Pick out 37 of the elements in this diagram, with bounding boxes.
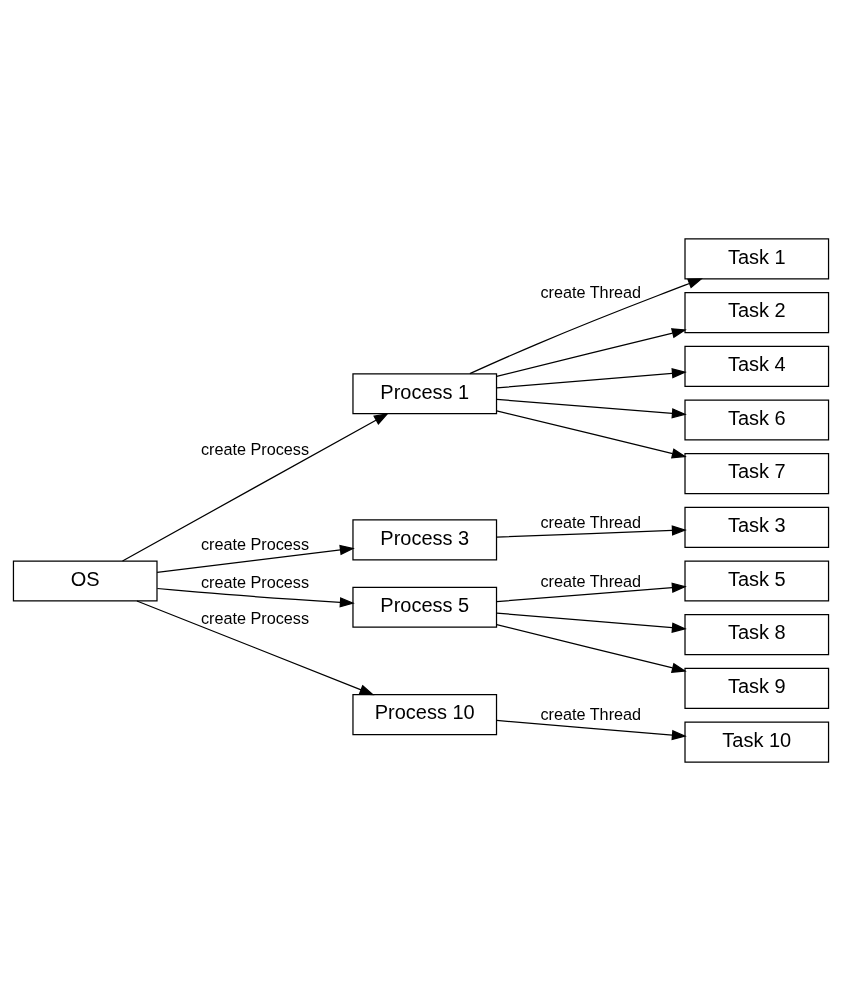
arrow bbox=[496, 624, 687, 673]
node-box: Task 6 bbox=[684, 399, 830, 441]
arrow bbox=[496, 525, 687, 538]
arrow bbox=[136, 600, 375, 696]
arrow bbox=[469, 278, 703, 375]
edge-label: create Process bbox=[200, 608, 310, 627]
node-box: Task 1 bbox=[684, 238, 830, 280]
arrow bbox=[156, 587, 355, 608]
edge-label: create Thread bbox=[540, 705, 642, 724]
edge-label: create Process bbox=[200, 440, 310, 459]
node-box: Process 1 bbox=[352, 373, 498, 415]
edge-label: create Thread bbox=[540, 512, 642, 531]
arrow bbox=[496, 410, 687, 459]
arrow bbox=[496, 582, 687, 603]
arrow bbox=[496, 398, 687, 419]
arrow bbox=[156, 544, 355, 573]
node-box: OS bbox=[12, 560, 158, 602]
node-box: Task 7 bbox=[684, 453, 830, 495]
arrow bbox=[496, 328, 687, 377]
node-box: Process 10 bbox=[352, 693, 498, 736]
arrow bbox=[121, 413, 389, 562]
arrow bbox=[496, 368, 687, 389]
node-box: Task 9 bbox=[684, 667, 830, 709]
node-box: Task 8 bbox=[684, 614, 830, 656]
node-box: Process 3 bbox=[352, 519, 498, 561]
edge-label: create Thread bbox=[540, 283, 642, 302]
node-box: Task 10 bbox=[684, 721, 830, 763]
arrow bbox=[496, 612, 687, 633]
edge-label: create Thread bbox=[540, 571, 642, 590]
node-box: Task 5 bbox=[684, 560, 830, 602]
edge-label: create Process bbox=[200, 572, 310, 591]
node-box: Task 3 bbox=[684, 506, 830, 548]
node-box: Task 4 bbox=[684, 345, 830, 387]
arrow bbox=[496, 719, 687, 741]
node-box: Task 2 bbox=[684, 292, 830, 334]
edge-label: create Process bbox=[200, 535, 310, 554]
node-box: Process 5 bbox=[352, 586, 498, 628]
